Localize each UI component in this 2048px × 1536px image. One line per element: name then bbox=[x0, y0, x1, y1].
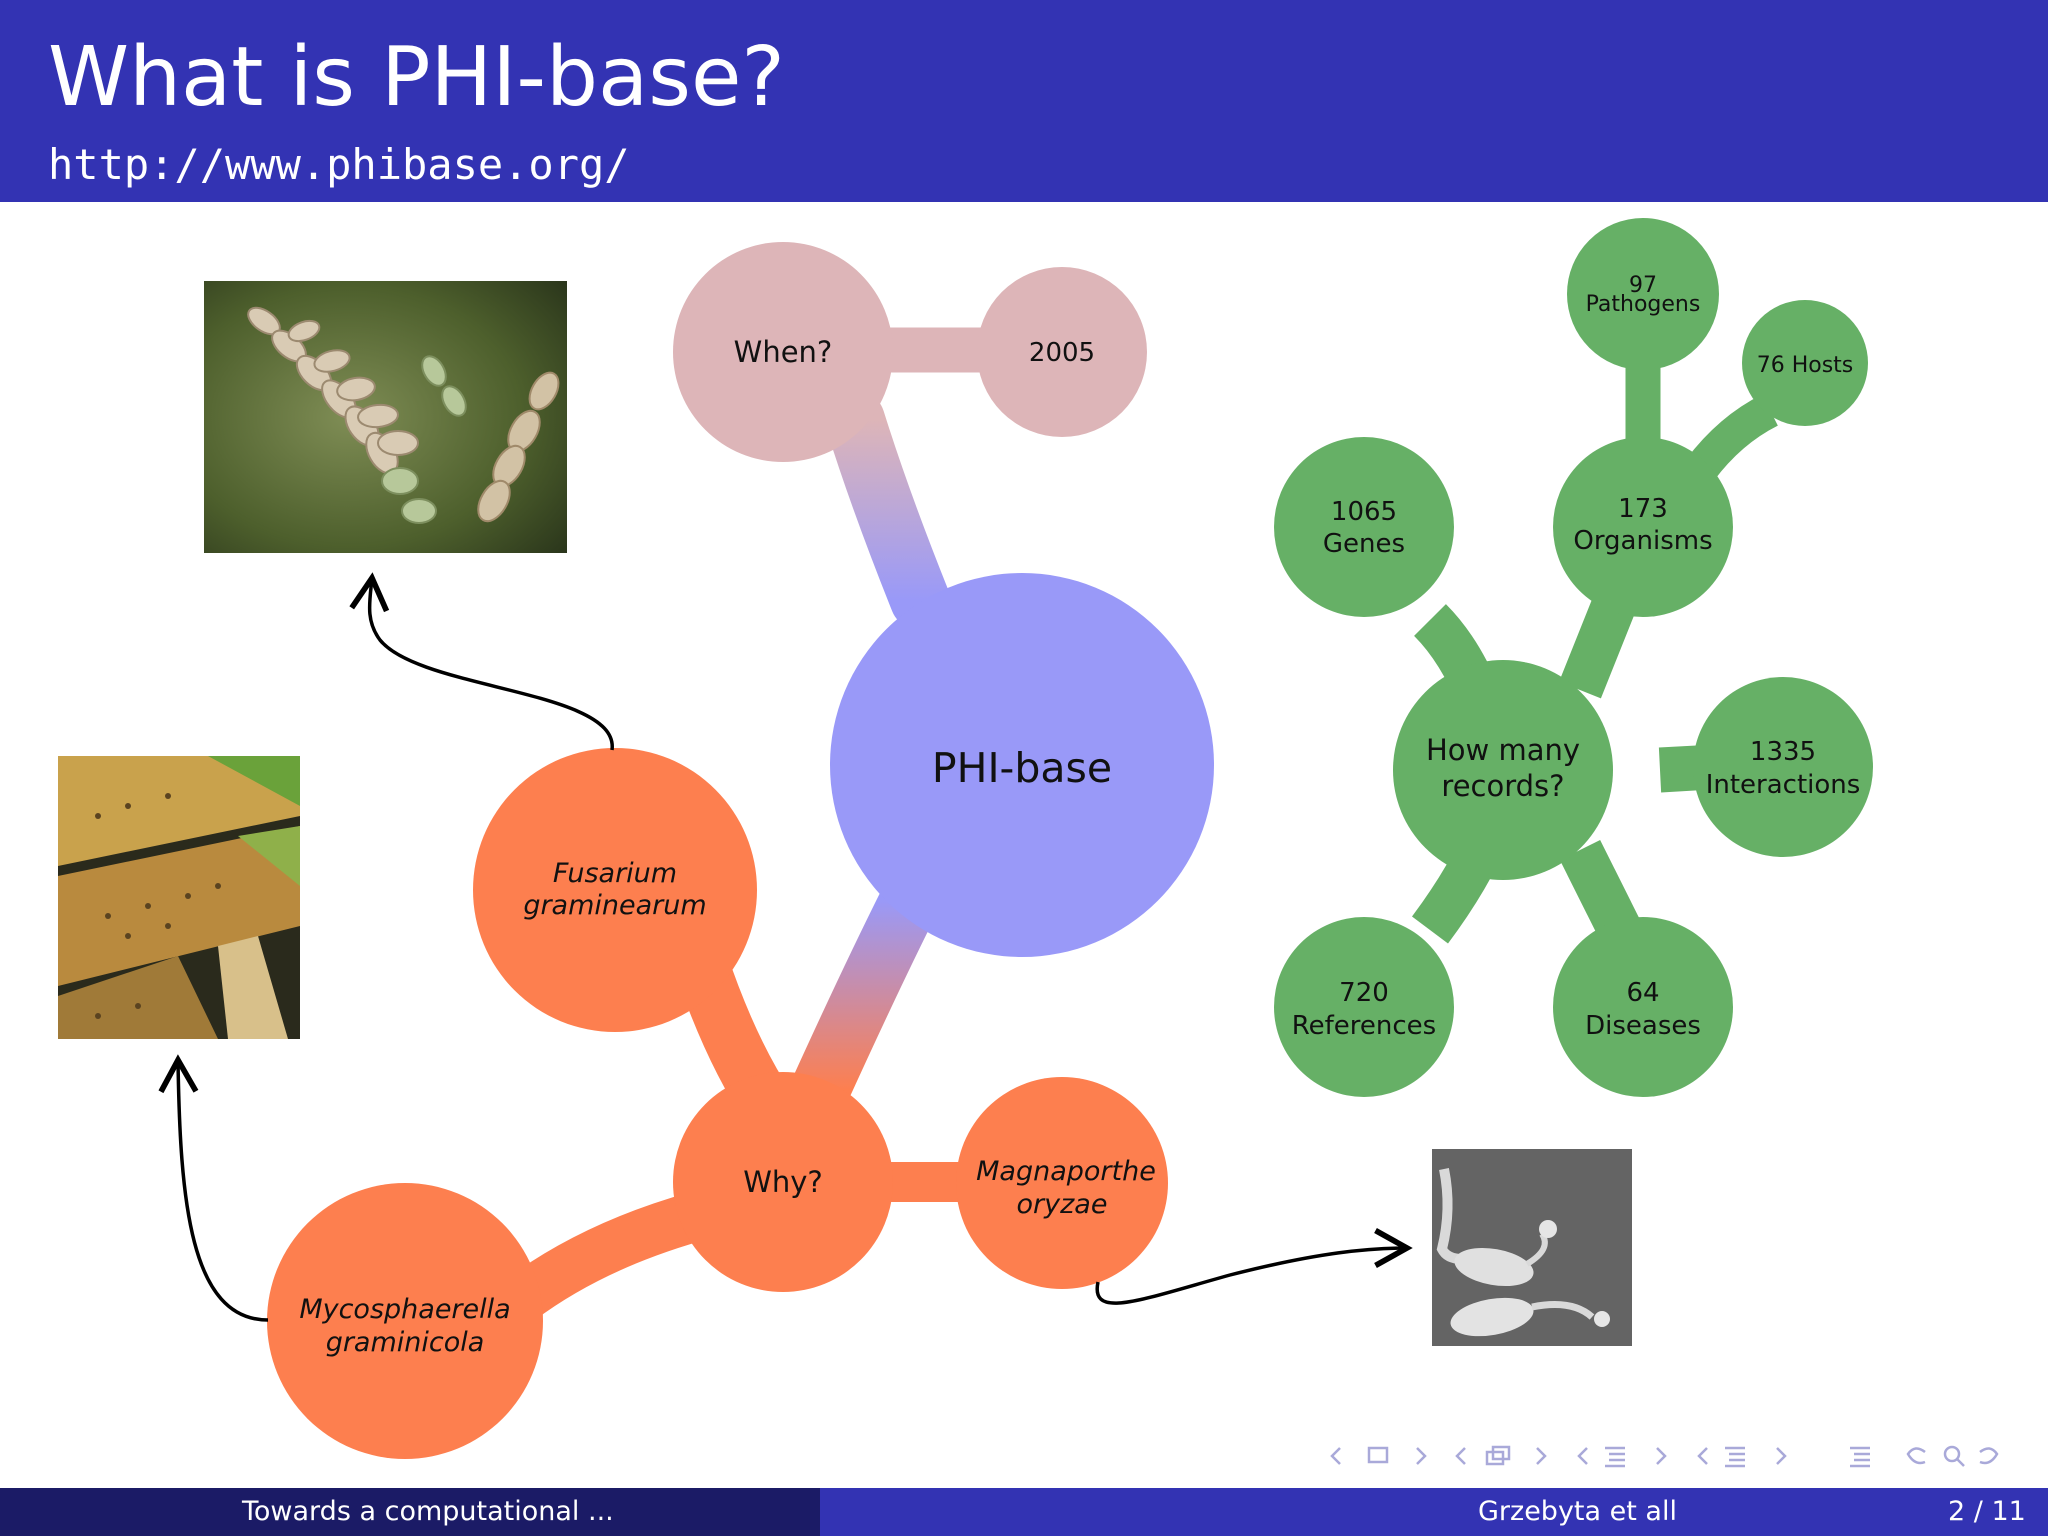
beamer-navigation[interactable] bbox=[1325, 1438, 2025, 1474]
nav-prev-subsection-icon[interactable] bbox=[1579, 1448, 1587, 1464]
footer-talk-title: Towards a computational ... bbox=[242, 1496, 614, 1528]
nav-right-arrow-icon[interactable] bbox=[1417, 1448, 1425, 1464]
center-label: PHI-base bbox=[932, 744, 1112, 792]
diseases-label: Diseases bbox=[1585, 1011, 1701, 1041]
nav-prev-doc-icon[interactable] bbox=[1699, 1448, 1707, 1464]
references-label: References bbox=[1292, 1011, 1436, 1041]
genes-label: Genes bbox=[1323, 529, 1405, 559]
genes-node[interactable] bbox=[1274, 437, 1454, 617]
magnaporthe-label-line2: oryzae bbox=[1017, 1189, 1108, 1220]
nav-section-icon[interactable] bbox=[1487, 1447, 1509, 1464]
forward-icon[interactable] bbox=[1980, 1448, 1997, 1463]
nav-next-subsection-icon[interactable] bbox=[1657, 1448, 1665, 1464]
mycosphaerella-to-leaf-arrow bbox=[178, 1060, 268, 1320]
back-icon[interactable] bbox=[1908, 1448, 1925, 1463]
nav-subsection-icon[interactable] bbox=[1605, 1448, 1625, 1466]
why-label: Why? bbox=[743, 1165, 823, 1199]
records-label-line1: How many bbox=[1426, 733, 1580, 767]
nav-prev-section-icon[interactable] bbox=[1457, 1448, 1465, 1464]
fusarium-label-line2: graminearum bbox=[523, 890, 706, 921]
when-label: When? bbox=[734, 335, 833, 369]
footer-page-number: 2 / 11 bbox=[1948, 1496, 2026, 1528]
mycosphaerella-label-line1: Mycosphaerella bbox=[299, 1294, 510, 1325]
interactions-count: 1335 bbox=[1750, 737, 1816, 767]
nav-next-doc-icon[interactable] bbox=[1777, 1448, 1785, 1464]
search-icon[interactable] bbox=[1945, 1447, 1964, 1466]
diseases-count: 64 bbox=[1626, 978, 1659, 1008]
genes-count: 1065 bbox=[1331, 497, 1397, 527]
footer-right-bar: Grzebyta et all 2 / 11 bbox=[820, 1488, 2048, 1536]
pathogens-label: Pathogens bbox=[1586, 292, 1701, 317]
when-answer-label: 2005 bbox=[1029, 338, 1095, 368]
references-count: 720 bbox=[1339, 978, 1389, 1008]
interactions-node[interactable] bbox=[1693, 677, 1873, 857]
footer-left-bar: Towards a computational ... bbox=[0, 1488, 820, 1536]
organisms-label: Organisms bbox=[1573, 526, 1712, 556]
organisms-count: 173 bbox=[1618, 494, 1668, 524]
magnaporthe-to-spores-arrow bbox=[1097, 1248, 1407, 1303]
hosts-label: 76 Hosts bbox=[1757, 353, 1854, 378]
nav-align-icon[interactable] bbox=[1850, 1448, 1870, 1466]
nav-document-icon[interactable] bbox=[1725, 1448, 1745, 1466]
nav-left-arrow-icon[interactable] bbox=[1332, 1448, 1340, 1464]
footer-author: Grzebyta et all bbox=[1478, 1496, 1677, 1528]
interactions-label: Interactions bbox=[1706, 770, 1861, 800]
fusarium-to-wheat-arrow bbox=[370, 578, 613, 750]
nav-next-section-icon[interactable] bbox=[1537, 1448, 1545, 1464]
mycosphaerella-label-line2: graminicola bbox=[326, 1327, 485, 1358]
records-label-line2: records? bbox=[1441, 769, 1564, 803]
magnaporthe-label-line1: Magnaporthe bbox=[976, 1156, 1156, 1187]
nav-frame-icon[interactable] bbox=[1369, 1448, 1387, 1462]
fusarium-label-line1: Fusarium bbox=[553, 858, 677, 889]
